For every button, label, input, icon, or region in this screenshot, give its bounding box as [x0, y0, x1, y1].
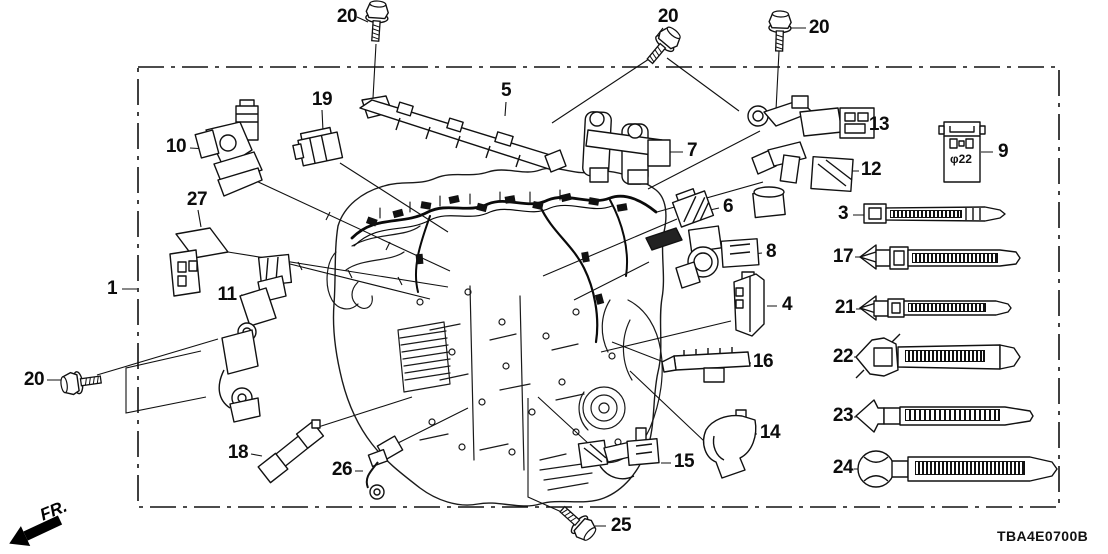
part-label-14: 14 — [759, 422, 781, 443]
part-10-drawing — [194, 99, 263, 197]
part-label-21: 21 — [834, 297, 856, 318]
part-9-drawing — [938, 121, 986, 183]
part-label-8: 8 — [765, 241, 777, 262]
part-label-5: 5 — [500, 80, 512, 101]
part-label-11: 11 — [217, 284, 237, 305]
wire-harness-sketch — [350, 189, 658, 344]
part-label-20-a: 20 — [336, 6, 358, 27]
part-label-27: 27 — [186, 189, 208, 210]
harness-assembly-boundary — [137, 66, 1060, 508]
part-label-18: 18 — [227, 442, 249, 463]
part-27-drawing — [169, 227, 229, 297]
part-label-13: 13 — [868, 114, 890, 135]
part-label-24: 24 — [832, 457, 854, 478]
part-17-tie — [859, 244, 1021, 270]
part-label-19: 19 — [311, 89, 333, 110]
bolt-20-top-right — [767, 9, 793, 53]
part-19-drawing — [292, 126, 344, 167]
part-14-drawing — [702, 409, 757, 479]
part-label-20-b: 20 — [657, 6, 679, 27]
part-6-drawing — [671, 188, 715, 228]
part-label-26: 26 — [331, 459, 353, 480]
part-label-25: 25 — [610, 515, 632, 536]
part-21-tie — [859, 295, 1012, 321]
part-label-3: 3 — [837, 203, 849, 224]
part-18-drawing — [257, 419, 325, 484]
harness-parts — [169, 95, 986, 500]
fr-direction-arrow — [9, 515, 63, 547]
part-label-16: 16 — [752, 351, 774, 372]
diagram-code: TBA4E0700B — [997, 528, 1089, 544]
part-13-drawing — [747, 95, 875, 139]
cable-ties — [855, 203, 1058, 488]
engine-sketch — [326, 167, 667, 507]
part-22-tie — [855, 333, 1021, 379]
part-label-22: 22 — [832, 346, 854, 367]
part-5-drawing — [359, 95, 567, 173]
bolt-20-left — [58, 367, 103, 397]
part-label-9: 9 — [997, 141, 1009, 162]
part-label-17: 17 — [832, 246, 854, 267]
part-15-drawing — [577, 427, 660, 480]
part-label-20-d: 20 — [23, 369, 45, 390]
part-12-drawing — [751, 141, 854, 219]
part-label-23: 23 — [832, 405, 854, 426]
part-4-drawing — [733, 271, 765, 337]
part-label-6: 6 — [722, 196, 734, 217]
part-label-1: 1 — [106, 278, 118, 299]
part-3-tie — [863, 203, 1006, 224]
part-label-12: 12 — [860, 159, 882, 180]
part-11-drawing — [218, 253, 293, 423]
part-label-7: 7 — [686, 140, 698, 161]
part-label-20-c: 20 — [808, 17, 830, 38]
part-23-tie — [855, 399, 1034, 433]
part-label-4: 4 — [781, 294, 793, 315]
part-label-10: 10 — [165, 136, 187, 157]
part-label-15: 15 — [673, 451, 695, 472]
part-7-drawing — [582, 111, 671, 185]
connector-diameter-label: φ22 — [950, 152, 972, 166]
part-26-drawing — [365, 435, 404, 500]
bolt-20-top-middle — [640, 22, 685, 69]
part-16-drawing — [661, 347, 751, 383]
bolt-20-top-left — [363, 0, 390, 43]
part-24-tie — [857, 450, 1058, 488]
part-8-drawing — [645, 225, 760, 289]
